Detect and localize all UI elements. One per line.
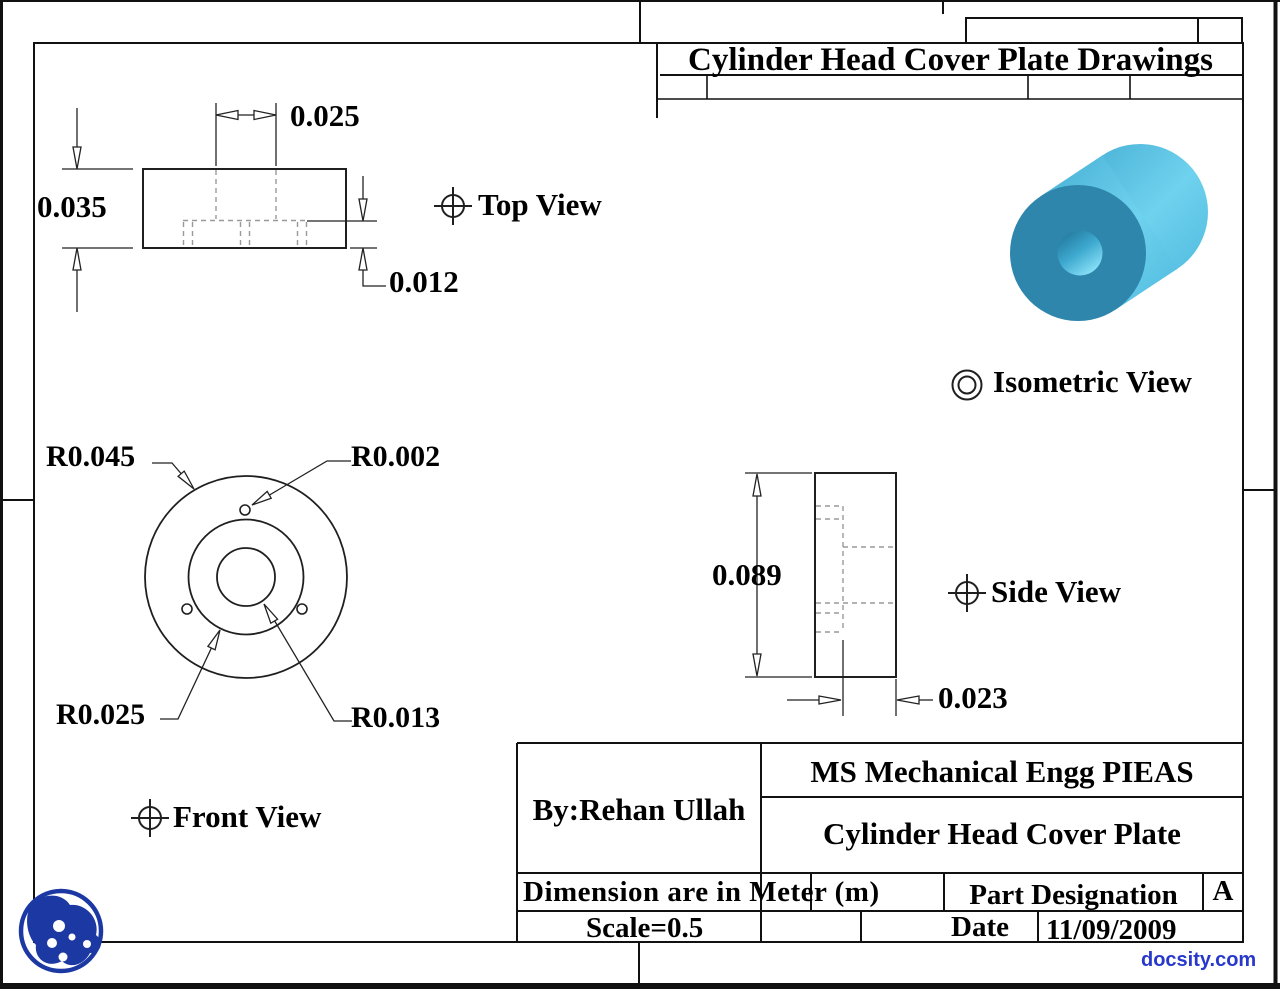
dim-0012: [307, 176, 386, 287]
dim-label-outer-radius: R0.045: [46, 440, 136, 473]
iso-center-hole: [1057, 230, 1103, 276]
dim-0025: [215, 103, 277, 166]
sheet-title: Cylinder Head Cover Plate Drawings: [688, 42, 1213, 78]
docsity-logo-icon: [18, 888, 104, 974]
top-view-symbol-icon: [434, 187, 472, 225]
top-view-hidden-lines: [182, 170, 308, 247]
title-block-part-designation: Part Designation: [969, 879, 1178, 911]
front-view-drawing: [131, 460, 352, 837]
dim-label-side-height: 0.089: [712, 557, 782, 592]
front-view-label: Front View: [173, 799, 322, 834]
dim-label-side-thickness: 0.023: [938, 680, 1008, 715]
dim-label-bolt-circle-radius: R0.025: [56, 698, 146, 731]
title-block-organization: MS Mechanical Engg PIEAS: [810, 754, 1194, 789]
dim-label-top-width: 0.025: [290, 98, 360, 133]
dim-label-center-hole-radius: R0.013: [351, 701, 441, 734]
isometric-view-label: Isometric View: [993, 364, 1192, 399]
dim-label-top-step: 0.012: [389, 264, 459, 299]
dim-label-small-hole-radius: R0.002: [351, 440, 441, 473]
bolt-hole: [181, 603, 193, 615]
front-view-leaders: [152, 460, 352, 722]
side-view-drawing: [745, 472, 986, 716]
dim-0023: [787, 640, 933, 716]
title-block-revision: A: [1212, 875, 1234, 907]
title-block-author: By:Rehan Ullah: [532, 792, 746, 827]
bolt-hole: [296, 603, 308, 615]
dim-0089: [745, 472, 812, 678]
isometric-view-drawing: [951, 144, 1208, 401]
side-view-symbol-icon: [948, 574, 986, 612]
title-block-part-name: Cylinder Head Cover Plate: [823, 816, 1181, 851]
isometric-view-symbol-icon: [951, 369, 983, 401]
top-view-drawing: [62, 103, 472, 312]
revision-box: [965, 17, 1243, 43]
title-block-dimension-note: Dimension are in Meter (m): [523, 876, 880, 908]
front-view-symbol-icon: [131, 799, 169, 837]
dim-label-top-thickness: 0.035: [37, 189, 107, 224]
top-view-label: Top View: [478, 187, 602, 222]
bolt-hole: [239, 504, 251, 516]
title-block-date-value: 11/09/2009: [1046, 914, 1177, 946]
docsity-watermark-link[interactable]: docsity.com: [1141, 949, 1257, 971]
dim-0035: [62, 108, 133, 312]
side-view-label: Side View: [991, 574, 1122, 609]
title-block-scale: Scale=0.5: [586, 912, 704, 944]
title-block-grid: [516, 742, 1243, 942]
side-view-hidden-lines: [816, 505, 895, 633]
title-block-date-label: Date: [951, 911, 1009, 943]
